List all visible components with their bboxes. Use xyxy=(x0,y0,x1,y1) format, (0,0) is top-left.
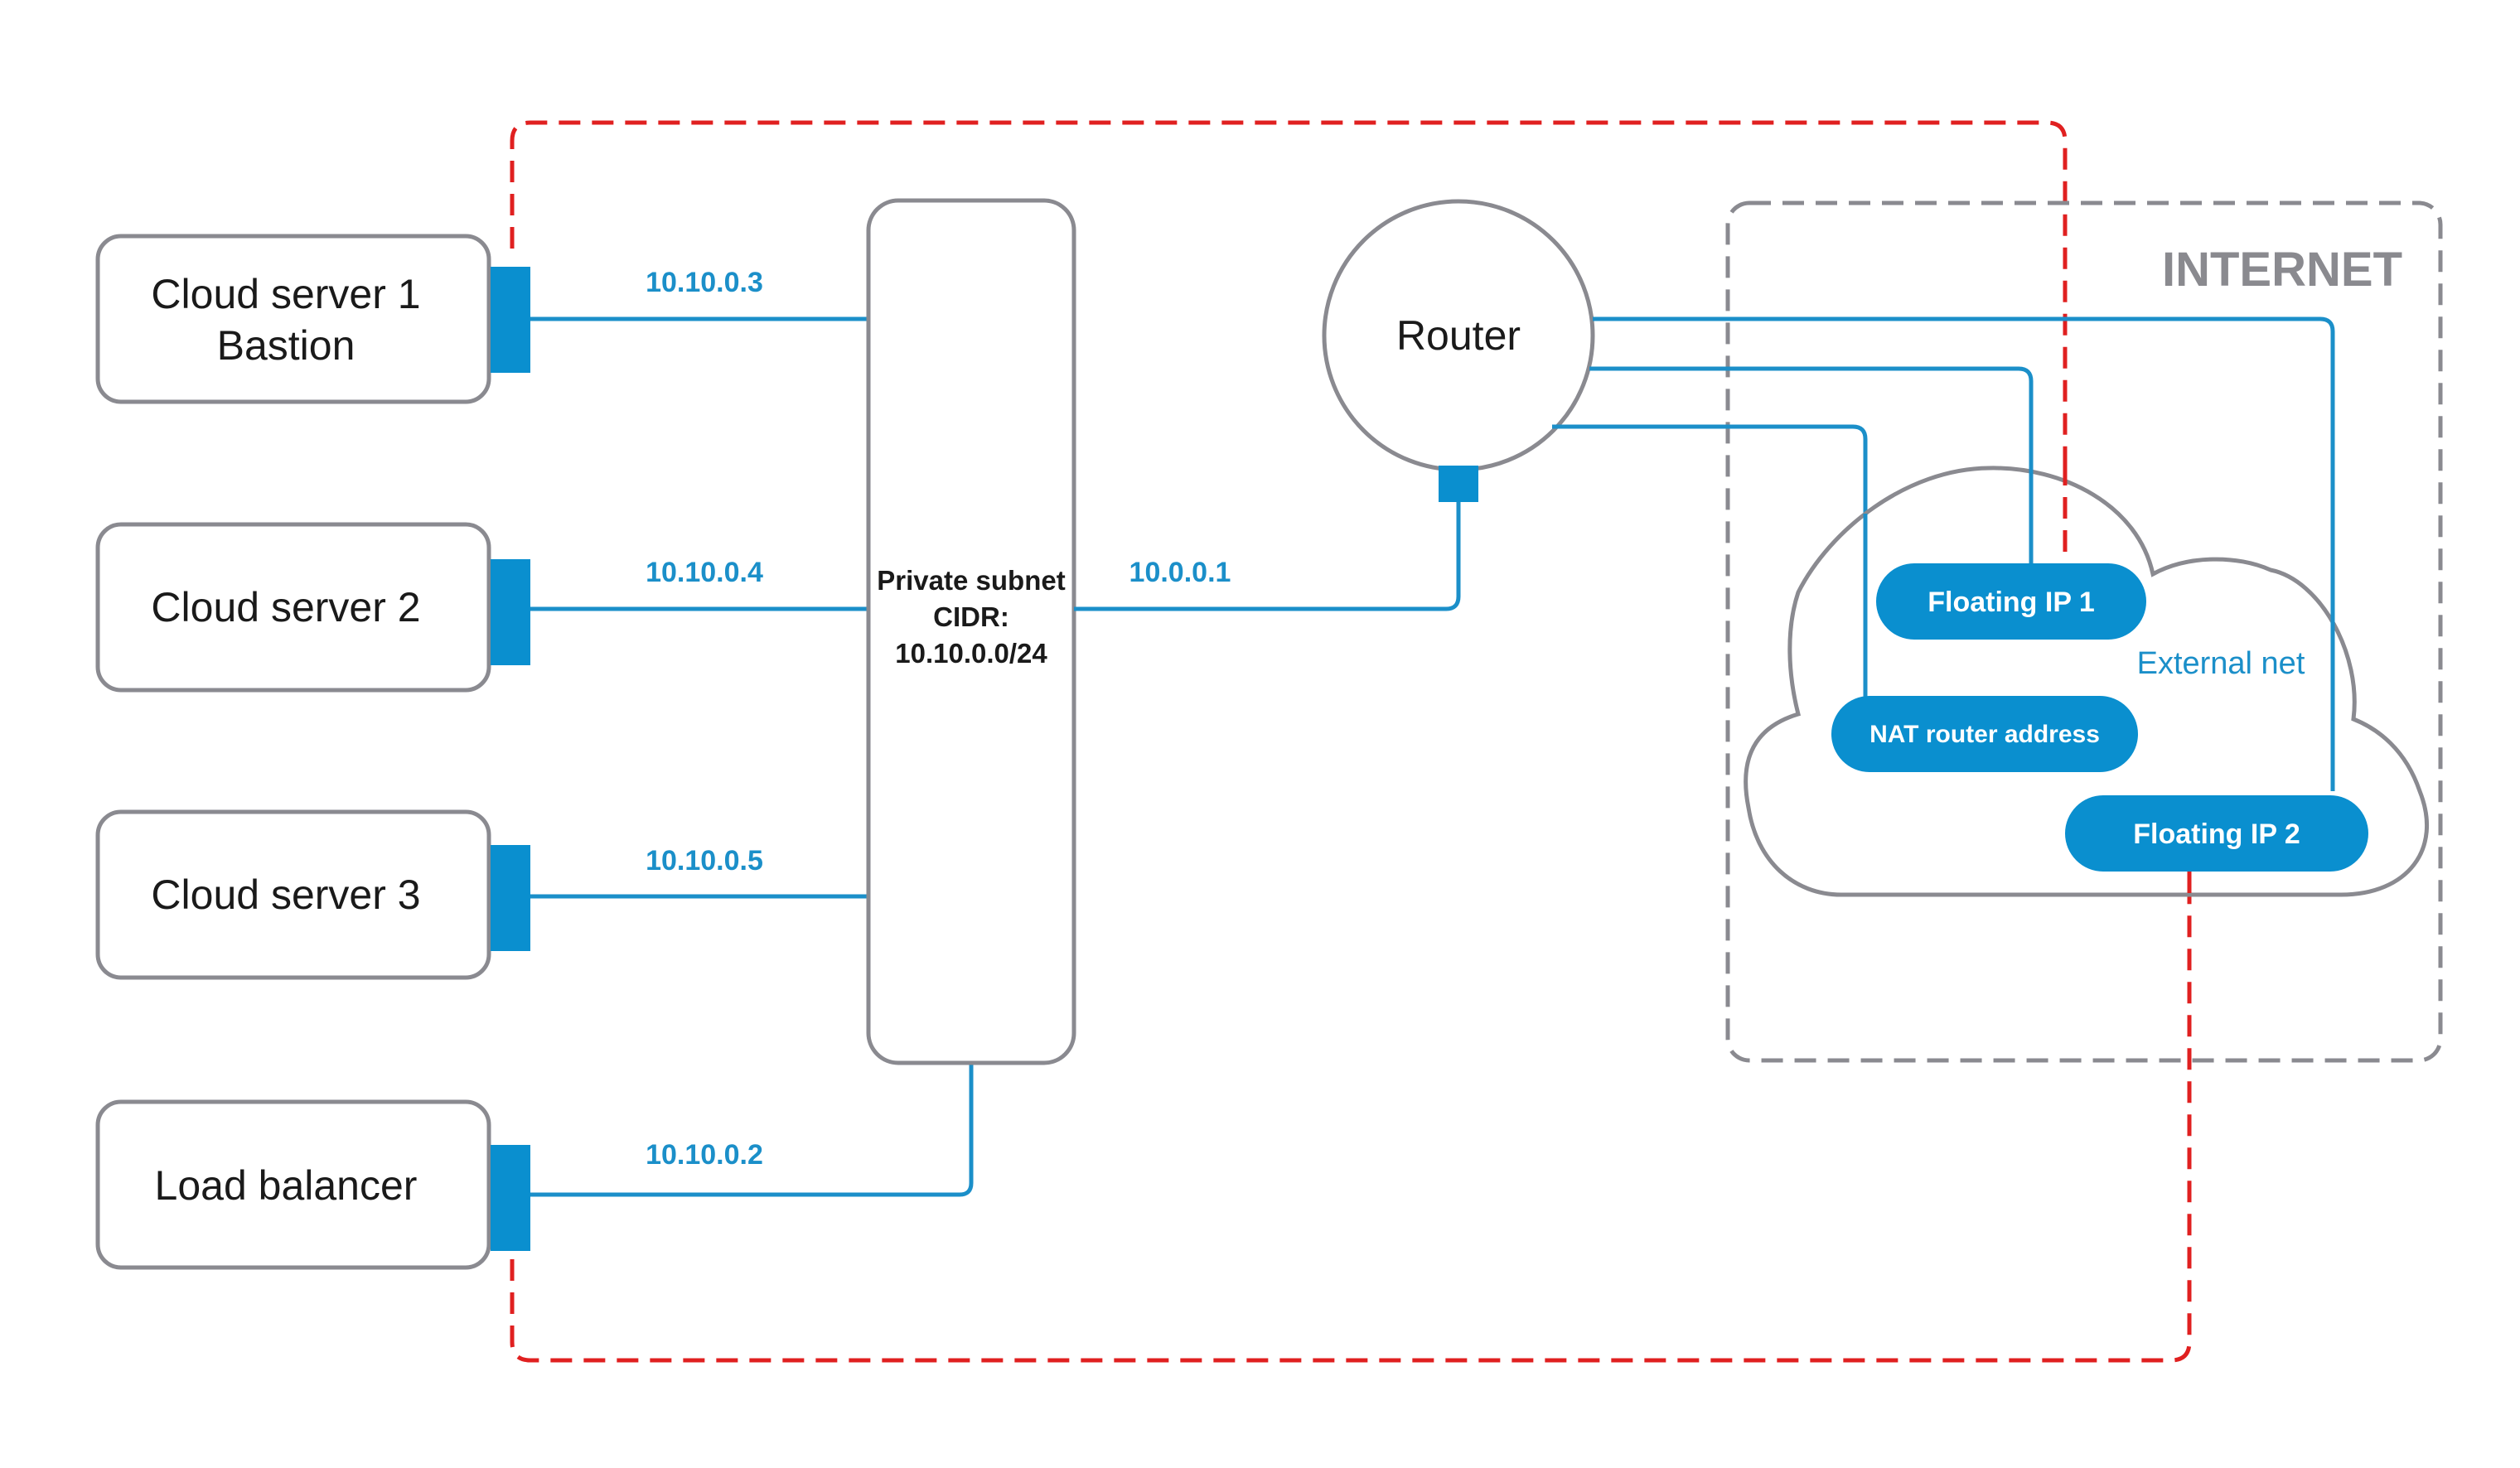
external-net-label: External net xyxy=(2137,646,2305,681)
floating-ip-1-label: Floating IP 1 xyxy=(1927,587,2095,618)
subnet-cidr-label: CIDR: xyxy=(933,601,1009,632)
private-subnet[interactable]: Private subnet CIDR: 10.10.0.0/24 xyxy=(866,198,1076,1065)
server-2-name: Cloud server 2 xyxy=(151,584,420,630)
link-router-nat xyxy=(1552,424,1868,700)
load-balancer-ip: 10.10.0.2 xyxy=(646,1139,763,1171)
server-1-ip: 10.10.0.3 xyxy=(646,267,763,298)
subnet-cidr-value: 10.10.0.0/24 xyxy=(895,638,1047,669)
subnet-title: Private subnet xyxy=(877,565,1065,596)
floating-ip-1[interactable]: Floating IP 1 xyxy=(1876,563,2146,640)
project-boundary-dashed-lower xyxy=(510,870,2192,1363)
nat-router-address[interactable]: NAT router address xyxy=(1831,696,2138,772)
router-label: Router xyxy=(1396,312,1521,359)
server-1-port xyxy=(491,267,530,373)
load-balancer-name: Load balancer xyxy=(155,1162,418,1209)
server-3-ip: 10.10.0.5 xyxy=(646,845,763,876)
internet-boundary xyxy=(1725,200,2443,1063)
link-subnet-router xyxy=(1074,501,1461,611)
link-load-balancer xyxy=(530,1063,974,1197)
load-balancer[interactable]: Load balancer xyxy=(95,1099,491,1270)
internet-label: INTERNET xyxy=(2162,243,2402,297)
server-3-name: Cloud server 3 xyxy=(151,872,420,918)
server-cloud-3[interactable]: Cloud server 3 xyxy=(95,809,491,980)
link-router-floating-ip-1 xyxy=(1589,366,2034,572)
router-port xyxy=(1439,466,1478,502)
floating-ip-2-label: Floating IP 2 xyxy=(2133,819,2300,850)
server-cloud-2[interactable]: Cloud server 2 xyxy=(95,522,491,693)
router[interactable]: Router xyxy=(1322,199,1595,472)
router-internal-ip: 10.0.0.1 xyxy=(1129,557,1231,588)
nat-router-address-label: NAT router address xyxy=(1869,721,2100,748)
load-balancer-port xyxy=(491,1145,530,1251)
server-1-name: Cloud server 1 xyxy=(151,271,420,317)
floating-ip-2[interactable]: Floating IP 2 xyxy=(2065,795,2368,872)
project-boundary-dashed xyxy=(510,120,2068,489)
server-3-port xyxy=(491,845,530,951)
server-2-port xyxy=(491,559,530,665)
server-2-ip: 10.10.0.4 xyxy=(646,557,763,588)
link-router-floating-ip-2 xyxy=(1593,316,2335,791)
server-cloud-1[interactable]: Cloud server 1 Bastion xyxy=(95,234,491,404)
server-1-role: Bastion xyxy=(217,322,356,369)
